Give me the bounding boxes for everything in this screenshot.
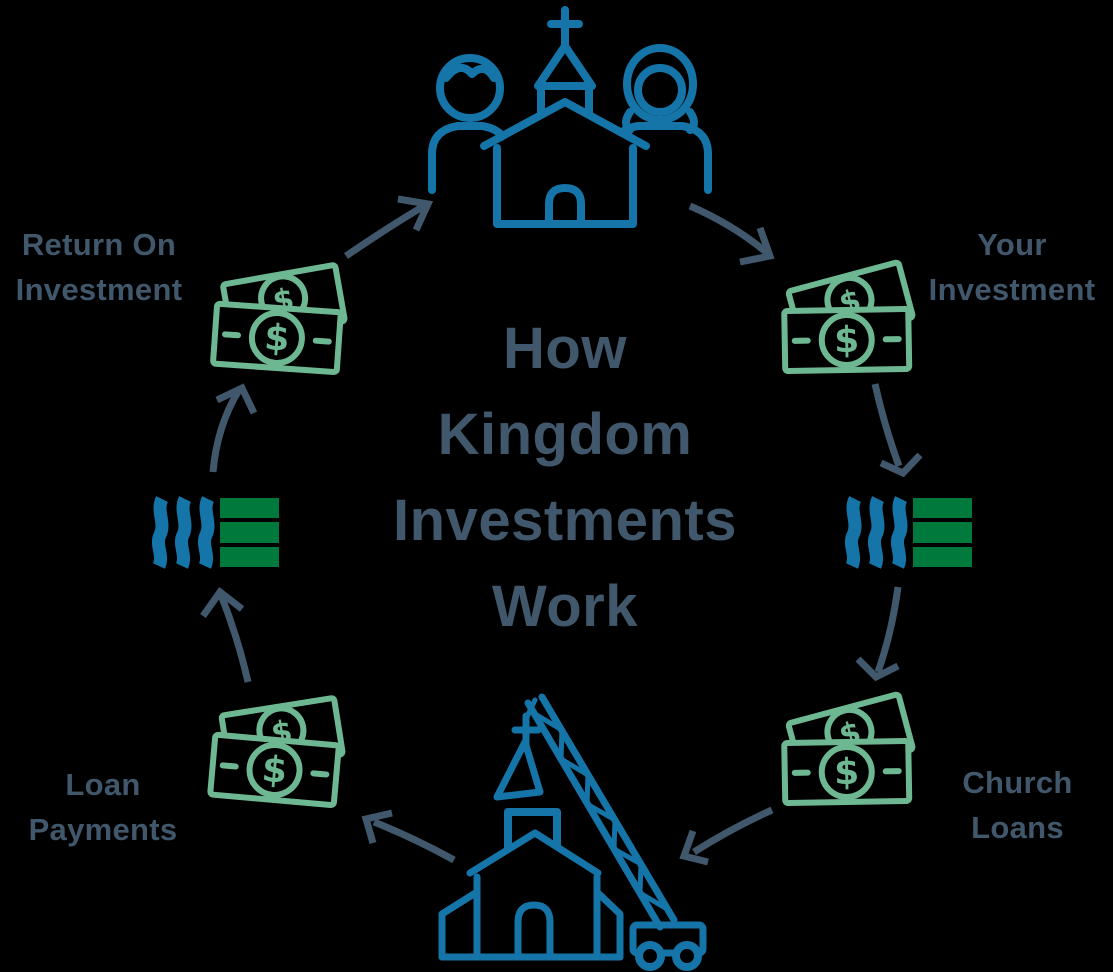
front-bill: $ bbox=[781, 737, 913, 807]
church-under-construction-icon bbox=[438, 693, 707, 971]
dollar-circle bbox=[818, 743, 875, 800]
church-roof bbox=[466, 829, 602, 877]
church-building bbox=[438, 808, 624, 961]
crane bbox=[524, 693, 707, 971]
label-your-investment: Your Investment bbox=[928, 227, 1096, 307]
svg-text:$: $ bbox=[834, 320, 860, 361]
church-door bbox=[545, 184, 585, 228]
front-bill: $ bbox=[207, 731, 342, 808]
cross-icon bbox=[547, 6, 583, 50]
page-title: How Kingdom Investments Work bbox=[393, 316, 737, 639]
woman-hair bbox=[623, 44, 697, 124]
blue-waves bbox=[844, 496, 908, 569]
green-bars bbox=[913, 498, 972, 567]
crane-wheel bbox=[635, 941, 665, 971]
crane-lattice bbox=[532, 711, 670, 912]
label-church-loans: Church Loans bbox=[962, 765, 1073, 845]
steeple-triangle bbox=[493, 738, 544, 801]
arrow-logo-to-roi bbox=[209, 383, 258, 473]
church-roof bbox=[480, 98, 650, 150]
arrow-construction-to-loan-payments bbox=[361, 809, 456, 864]
dollar-circle bbox=[248, 309, 305, 366]
front-bill: $ bbox=[210, 300, 344, 376]
front-bill: $ bbox=[781, 305, 913, 375]
arrow-investment-to-logo bbox=[871, 383, 923, 478]
dollar-circle bbox=[246, 741, 303, 798]
money-bills-icon-return-on-investment: $ $ bbox=[210, 262, 348, 376]
arrow-church-loans-to-construction bbox=[679, 806, 774, 866]
svg-text:$: $ bbox=[263, 317, 291, 360]
waves-and-bars-logo-icon-right bbox=[844, 496, 972, 569]
church-building bbox=[480, 6, 650, 228]
church-with-congregation-icon bbox=[428, 6, 712, 228]
money-bills-icon-loan-payments: $ $ bbox=[207, 695, 346, 808]
church-door bbox=[514, 901, 554, 961]
church-annex-walls bbox=[438, 888, 624, 961]
arrow-roi-to-church bbox=[344, 195, 434, 259]
arrow-loan-payments-to-logo bbox=[200, 586, 252, 683]
svg-text:$: $ bbox=[260, 749, 289, 792]
money-bills-icon-your-investment: $ $ bbox=[781, 259, 916, 375]
arrow-church-to-investment bbox=[688, 202, 775, 266]
crane-cart bbox=[629, 921, 707, 957]
crane-wheel bbox=[672, 941, 702, 971]
money-bills-icon-church-loans: $ $ bbox=[781, 691, 916, 807]
lifted-steeple bbox=[493, 712, 544, 801]
steeple-spire bbox=[534, 42, 596, 90]
label-return-on-investment: Return On Investment bbox=[15, 227, 183, 307]
svg-text:$: $ bbox=[834, 752, 860, 793]
green-bars bbox=[220, 498, 279, 567]
arrow-logo-to-church-loans bbox=[855, 586, 902, 682]
dollar-circle bbox=[818, 311, 875, 368]
man-hair bbox=[442, 64, 498, 82]
waves-and-bars-logo-icon-left bbox=[151, 496, 279, 569]
blue-waves bbox=[151, 496, 215, 569]
label-loan-payments: Loan Payments bbox=[28, 767, 178, 847]
